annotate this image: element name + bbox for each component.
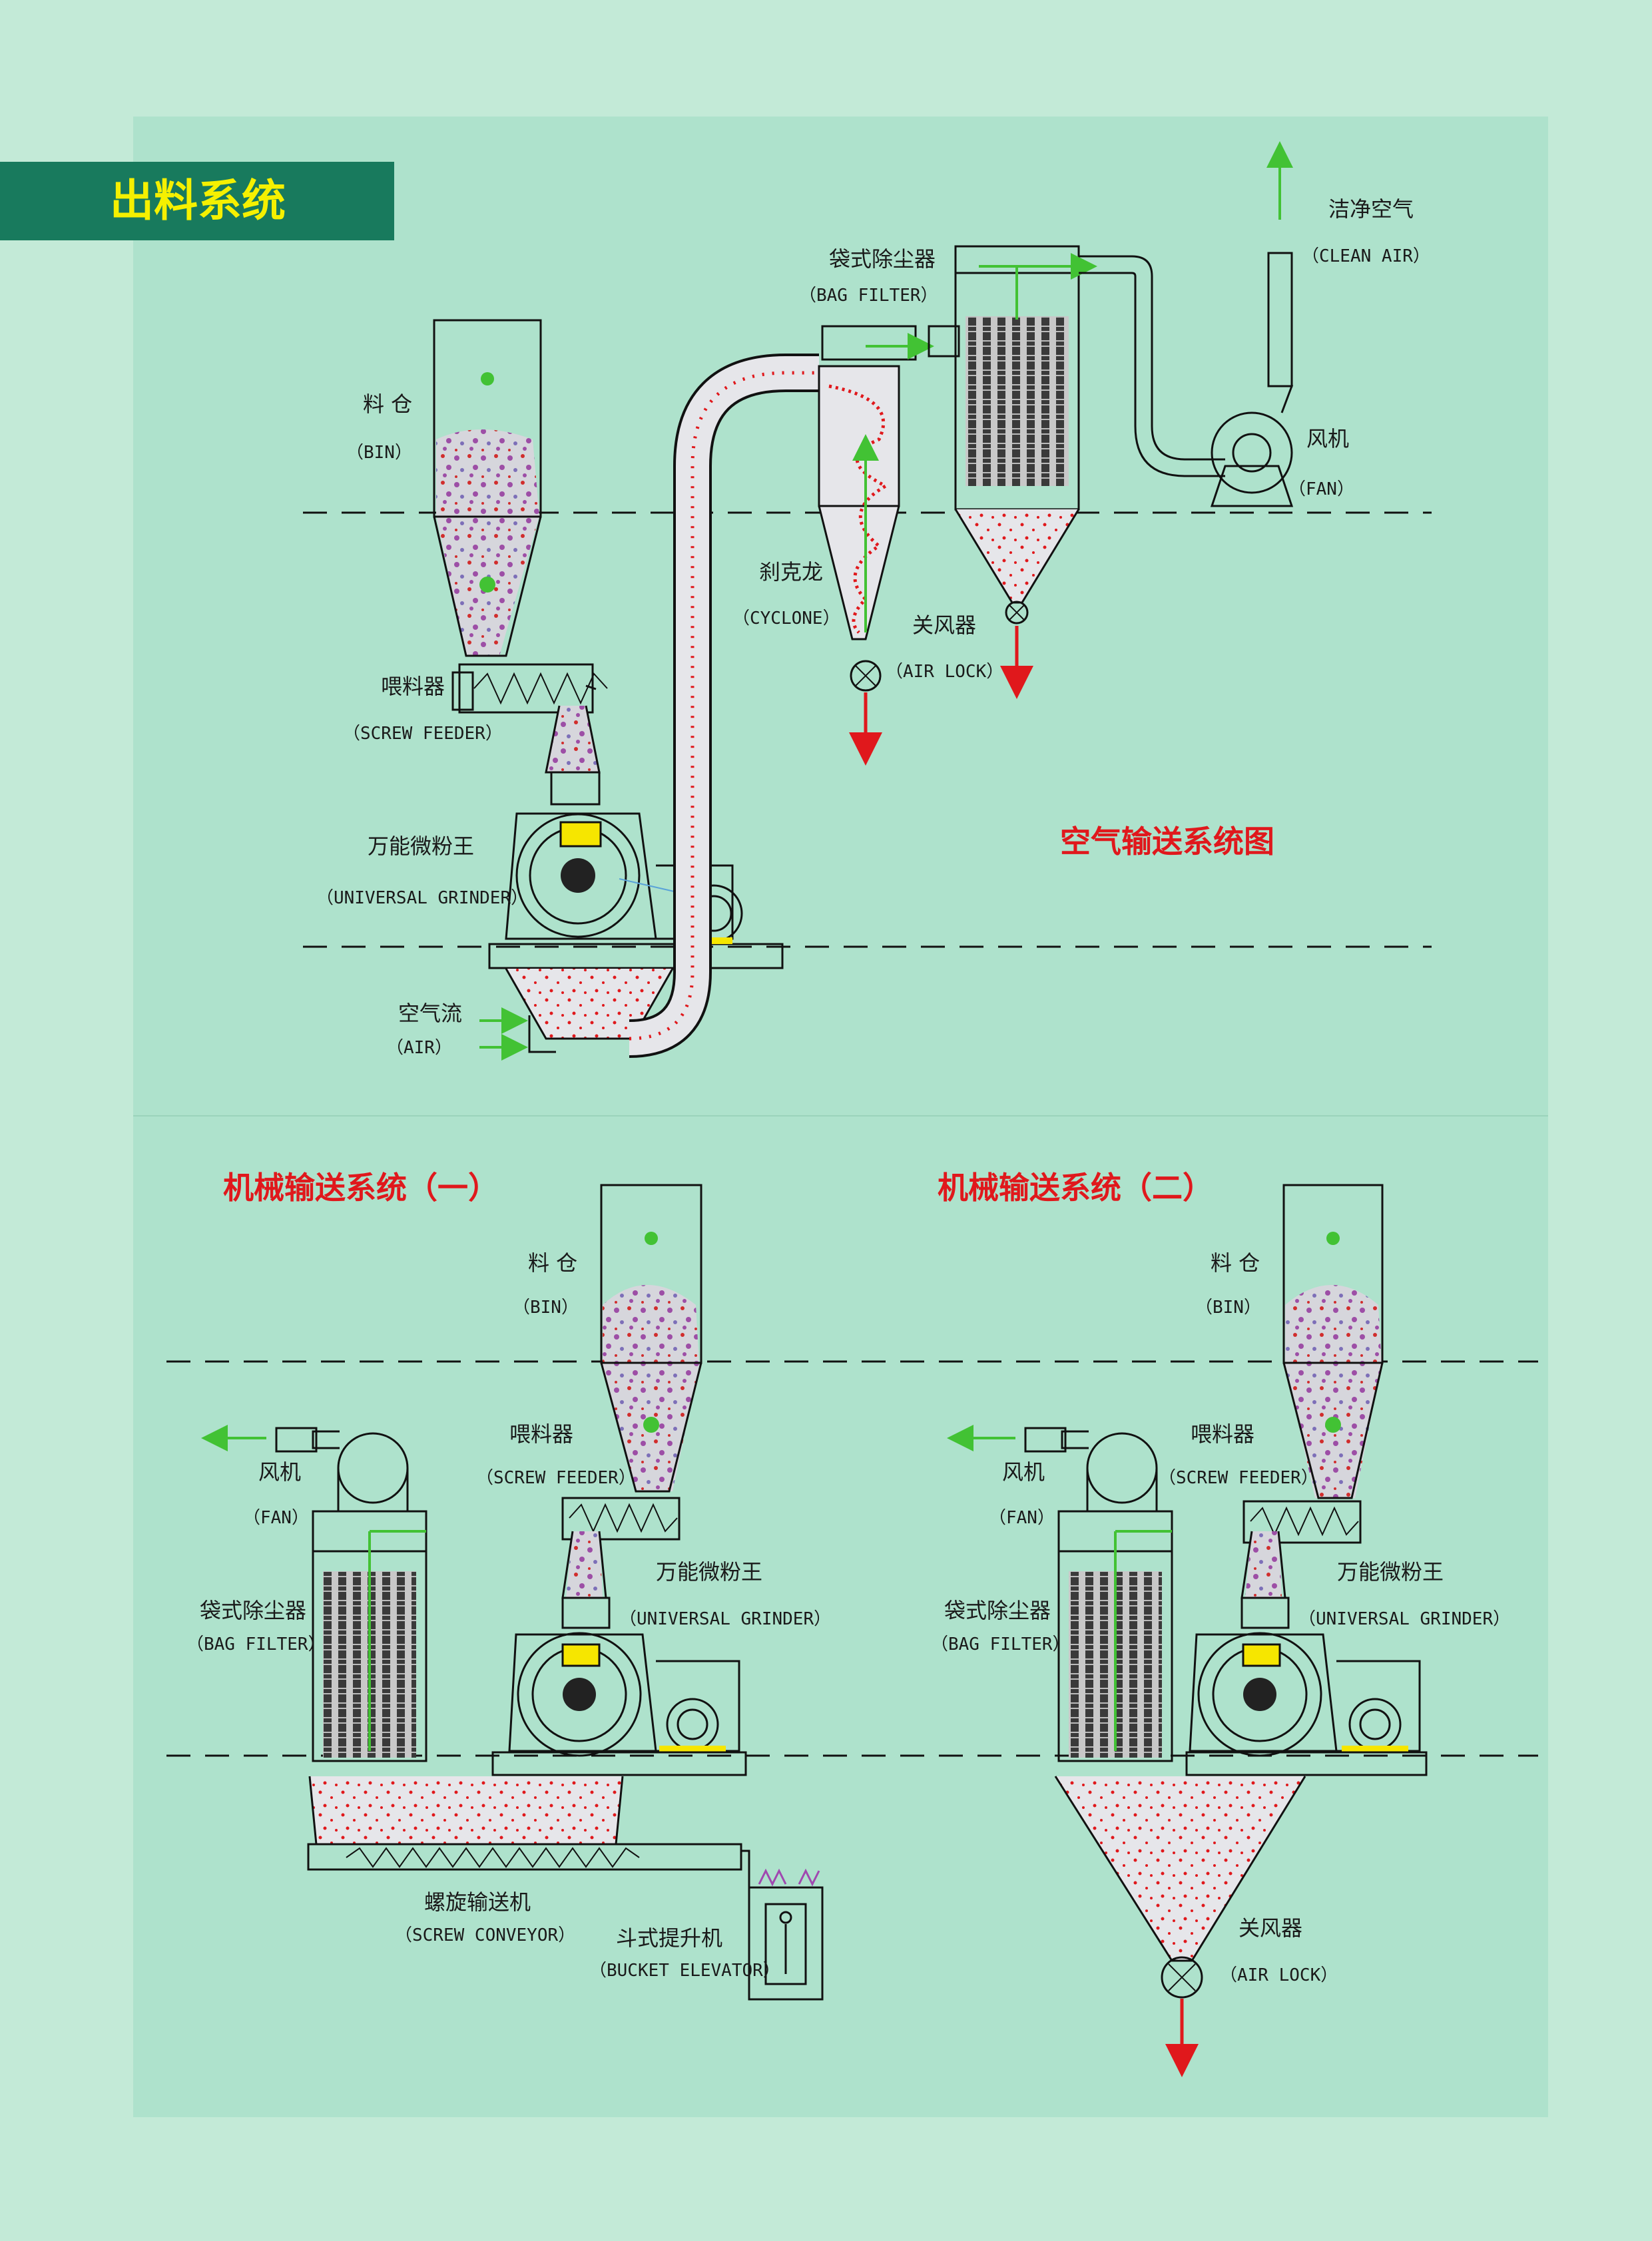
bag-filter-top xyxy=(928,245,1097,699)
label-conveyor-cn: 螺旋输送机 xyxy=(424,1889,531,1915)
label-clean-air-cn: 洁净空气 xyxy=(1328,196,1414,222)
label-feeder-en: （SCREW FEEDER） xyxy=(476,1468,636,1488)
bin-mech1 xyxy=(600,1184,702,1493)
label-feeder-en: （SCREW FEEDER） xyxy=(1159,1468,1318,1488)
grinder-top xyxy=(488,705,784,969)
label-grinder-en: （UNIVERSAL GRINDER） xyxy=(619,1609,831,1629)
label-conveyor-en: （SCREW CONVEYOR） xyxy=(395,1925,575,1945)
heading-air-conveying: 空气输送系统图 xyxy=(1060,824,1274,860)
label-elevator-en: （BUCKET ELEVATOR） xyxy=(589,1961,780,1981)
screw-conveyor xyxy=(307,1776,750,1891)
label-feeder-cn: 喂料器 xyxy=(1191,1421,1254,1447)
label-airlock-cn: 关风器 xyxy=(1239,1915,1302,1941)
label-bagfilter-cn: 袋式除尘器 xyxy=(944,1598,1051,1623)
label-bagfilter-en: （BAG FILTER） xyxy=(186,1634,326,1654)
label-grinder-cn: 万能微粉王 xyxy=(1337,1559,1444,1585)
label-bin-en: （BIN） xyxy=(513,1298,579,1318)
label-airlock-cn: 关风器 xyxy=(912,613,976,638)
label-fan-cn: 风机 xyxy=(1306,426,1349,451)
label-clean-air-en: （CLEAN AIR） xyxy=(1302,246,1430,266)
bag-filter-mech1 xyxy=(201,1425,427,1762)
screw-feeder-top xyxy=(451,663,608,714)
heading-mech-system-1: 机械输送系统（一） xyxy=(223,1170,499,1206)
grinder-mech2 xyxy=(1185,1531,1428,1776)
label-bin-en: （BIN） xyxy=(1195,1298,1261,1318)
label-bagfilter-cn: 袋式除尘器 xyxy=(200,1598,306,1623)
cyclone xyxy=(818,325,934,766)
label-bin-cn: 料 仓 xyxy=(363,391,412,417)
label-fan-en: （FAN） xyxy=(1288,479,1354,499)
label-airlock-en: （AIR LOCK） xyxy=(1220,1965,1338,1985)
screw-feeder-mech1 xyxy=(561,1497,681,1541)
screw-feeder-mech2 xyxy=(1242,1500,1362,1544)
label-bagfilter-en: （BAG FILTER） xyxy=(931,1634,1070,1654)
grinder-mech1 xyxy=(491,1531,747,1776)
bin-mech2 xyxy=(1282,1184,1384,1499)
bucket-elevator xyxy=(748,1868,824,2001)
label-airlock-en: （AIR LOCK） xyxy=(886,662,1003,682)
label-feeder-en: （SCREW FEEDER） xyxy=(343,724,503,744)
collector-hopper-mech2 xyxy=(1054,1776,1306,2077)
fan-top xyxy=(1079,141,1294,507)
label-air-cn: 空气流 xyxy=(398,1001,462,1026)
label-bin-cn: 料 仓 xyxy=(528,1250,577,1276)
page-title: 出料系统 xyxy=(0,162,394,240)
label-fan-en: （FAN） xyxy=(243,1508,309,1528)
label-grinder-cn: 万能微粉王 xyxy=(656,1559,762,1585)
label-elevator-cn: 斗式提升机 xyxy=(616,1925,722,1951)
heading-mech-system-2: 机械输送系统（二） xyxy=(938,1170,1213,1206)
label-fan-cn: 风机 xyxy=(258,1459,301,1485)
label-fan-en: （FAN） xyxy=(989,1508,1055,1528)
label-fan-cn: 风机 xyxy=(1002,1459,1045,1485)
label-cyclone-cn: 刹克龙 xyxy=(759,559,823,585)
pneumatic-duct xyxy=(629,354,819,1058)
label-grinder-cn: 万能微粉王 xyxy=(368,834,474,859)
label-bagfilter-cn: 袋式除尘器 xyxy=(829,246,936,272)
bag-filter-mech2 xyxy=(947,1425,1173,1762)
label-cyclone-en: （CYCLONE） xyxy=(732,609,840,628)
label-air-en: （AIR） xyxy=(386,1038,452,1058)
bin-top xyxy=(433,319,542,657)
label-bagfilter-en: （BAG FILTER） xyxy=(799,286,938,306)
label-feeder-cn: 喂料器 xyxy=(509,1421,573,1447)
label-bin-cn: 料 仓 xyxy=(1211,1250,1260,1276)
label-bin-en: （BIN） xyxy=(346,443,412,463)
label-grinder-en: （UNIVERSAL GRINDER） xyxy=(316,888,528,908)
label-grinder-en: （UNIVERSAL GRINDER） xyxy=(1298,1609,1510,1629)
label-feeder-cn: 喂料器 xyxy=(381,674,445,699)
